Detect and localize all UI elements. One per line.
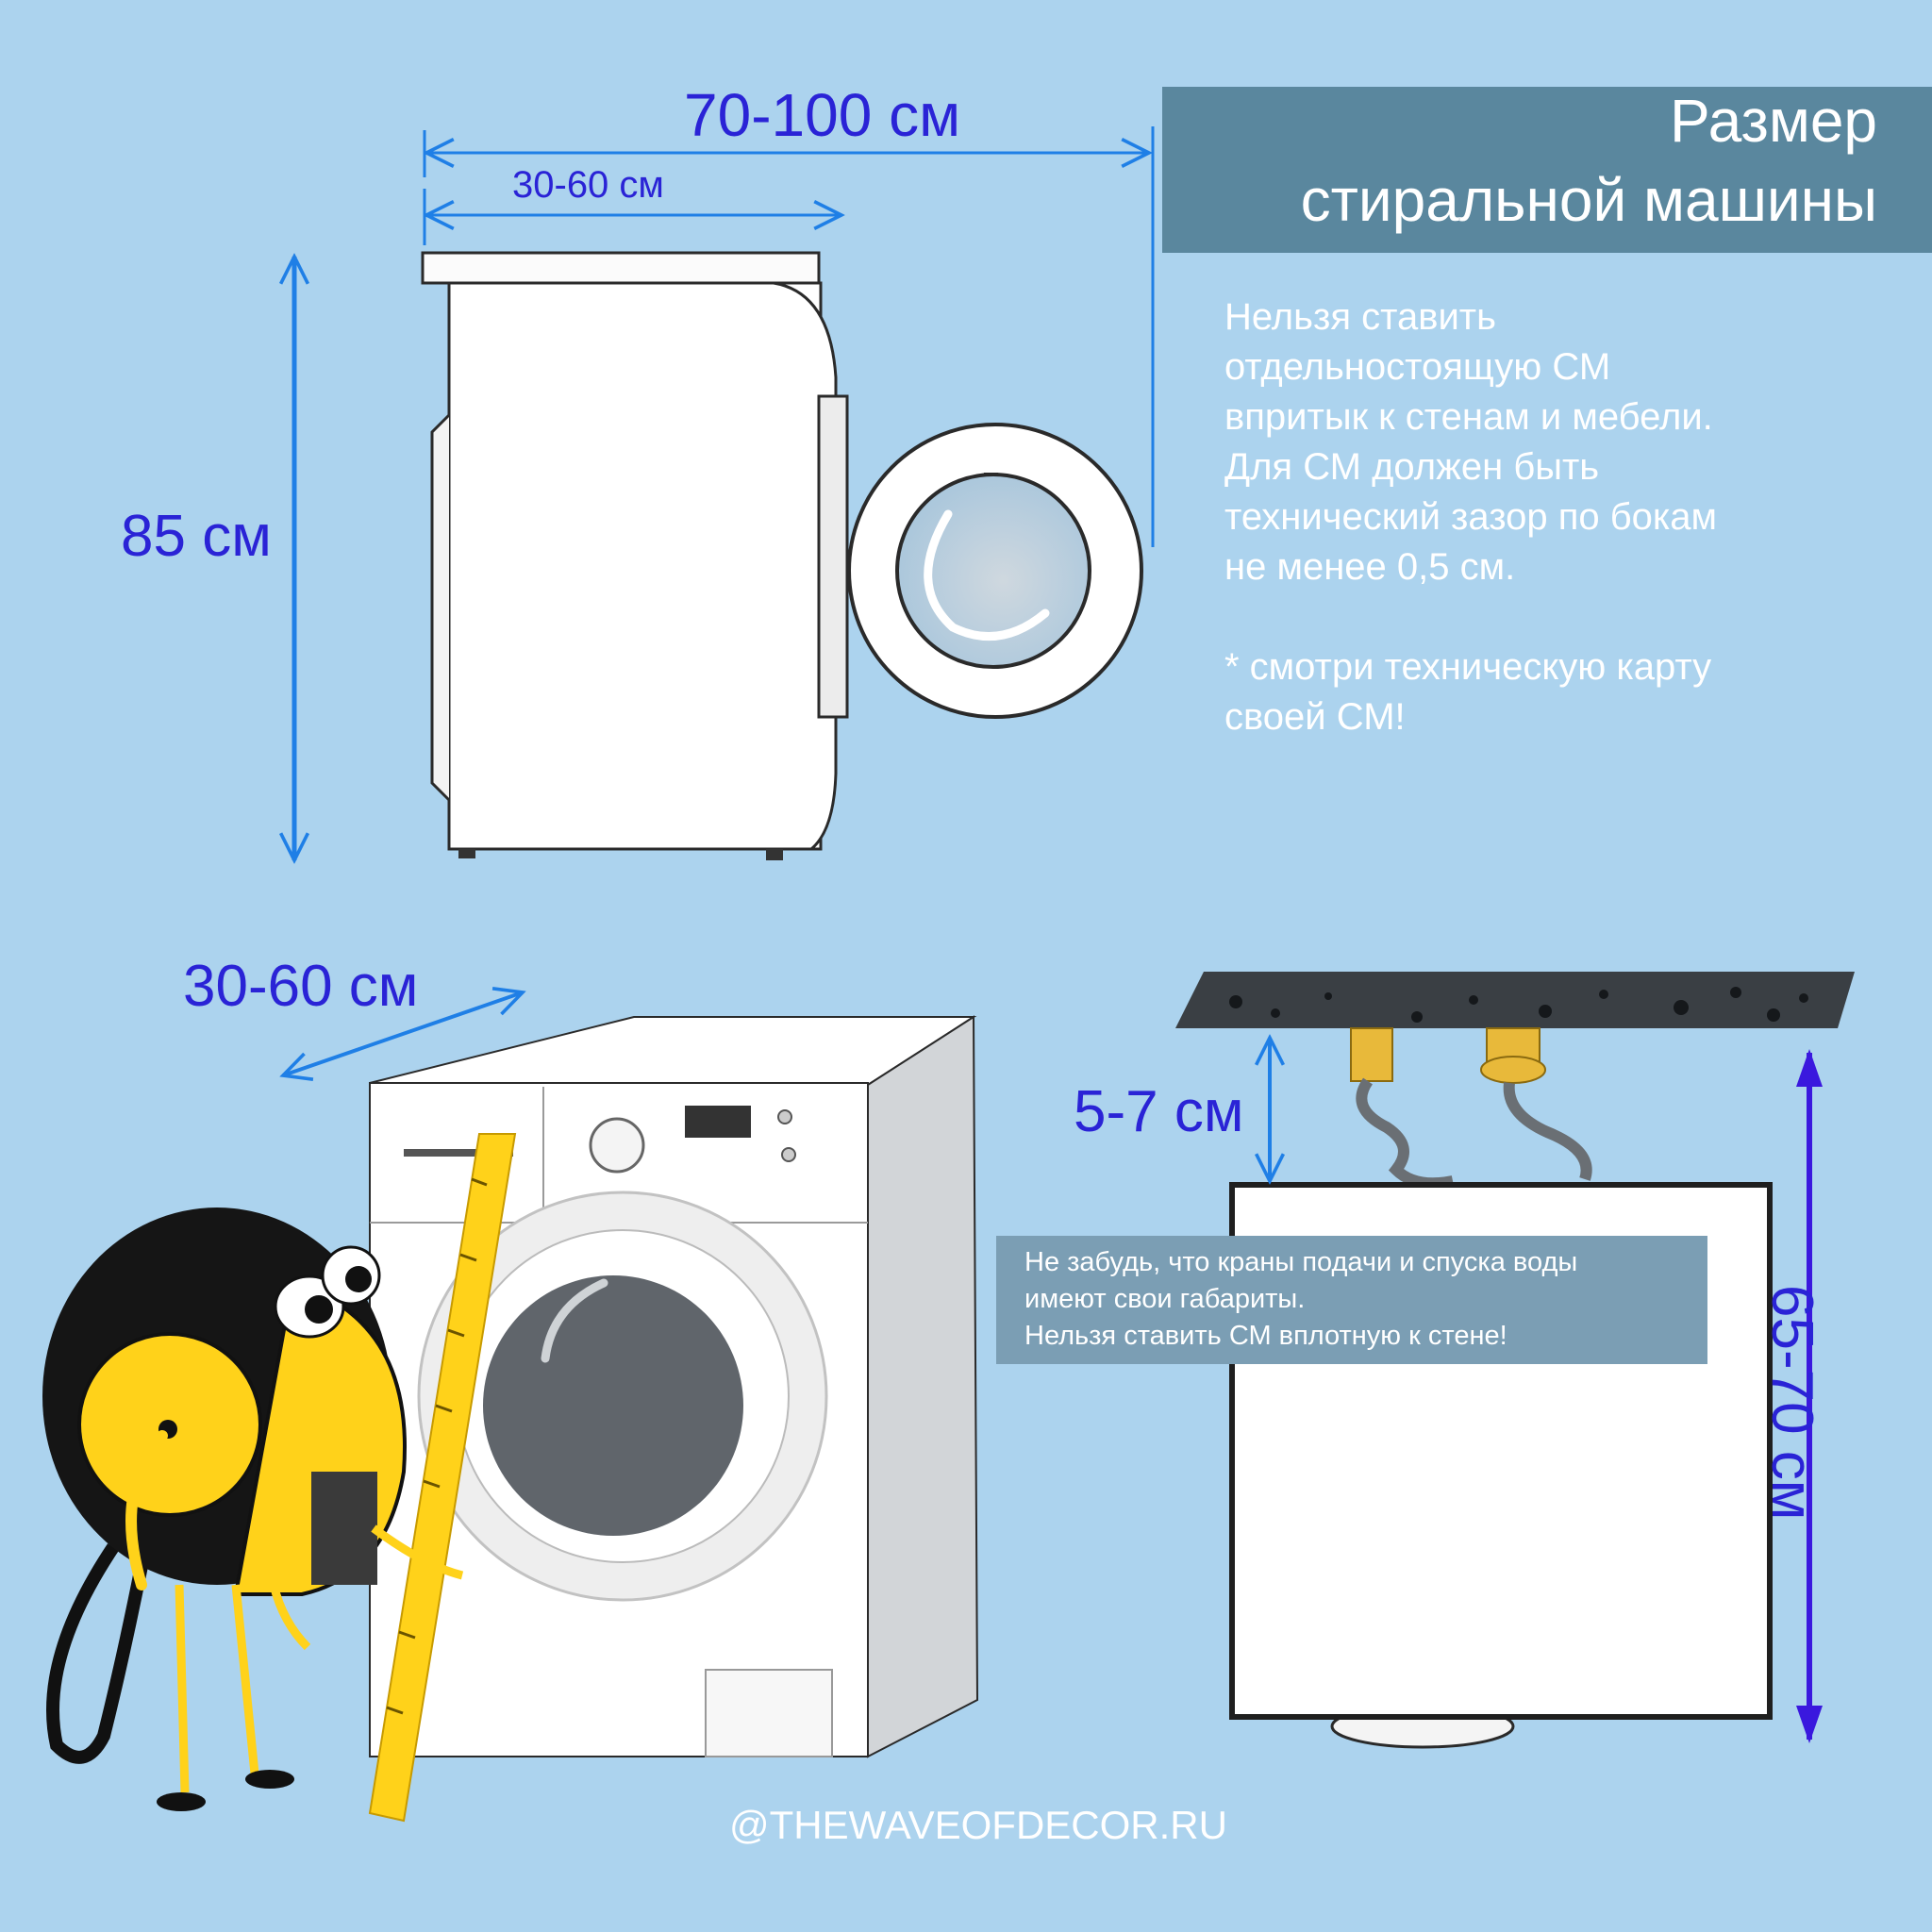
info-line: впритык к стенам и мебели. [1224,396,1713,438]
niche-height-label: 65-70 см [1759,1285,1824,1521]
note-line: имеют свои габариты. [1024,1284,1306,1314]
depth-arrow [283,992,523,1075]
ruler-icon [368,1133,517,1823]
width-body-label: 30-60 см [512,164,664,206]
info-text: Нельзя ставить отдельностоящую СМ вприты… [1224,292,1885,742]
note-line: Не забудь, что краны подачи и спуска вод… [1024,1247,1578,1277]
width-with-door-label: 70-100 см [684,81,961,149]
info-footnote-line: * смотри техническую карту [1224,646,1712,688]
note-line: Нельзя ставить СМ вплотную к стене! [1024,1321,1507,1351]
note-box: Не забудь, что краны подачи и спуска вод… [996,1236,1707,1364]
info-footnote-line: своей СМ! [1224,696,1406,738]
info-line: Нельзя ставить [1224,296,1496,338]
title-banner: Размер стиральной машины [1162,87,1932,253]
worktop [1175,972,1855,1028]
washing-machine-side-icon [421,251,1143,860]
info-line: технический зазор по бокам [1224,496,1717,538]
footer-credit: @THEWAVEOFDECOR.RU [729,1803,1227,1847]
height-label: 85 см [121,504,272,569]
water-tap-icon [1350,1027,1592,1190]
info-line: не менее 0,5 см. [1224,546,1516,588]
info-line: Для СМ должен быть [1224,446,1600,488]
title-line-1: Размер [1670,87,1877,155]
tape-measure-mascot-icon [42,1208,464,1811]
depth-label: 30-60 см [183,954,419,1019]
gap-top-label: 5-7 см [1074,1079,1244,1144]
title-line-2: стиральной машины [1300,166,1877,234]
info-line: отдельностоящую СМ [1224,346,1611,388]
